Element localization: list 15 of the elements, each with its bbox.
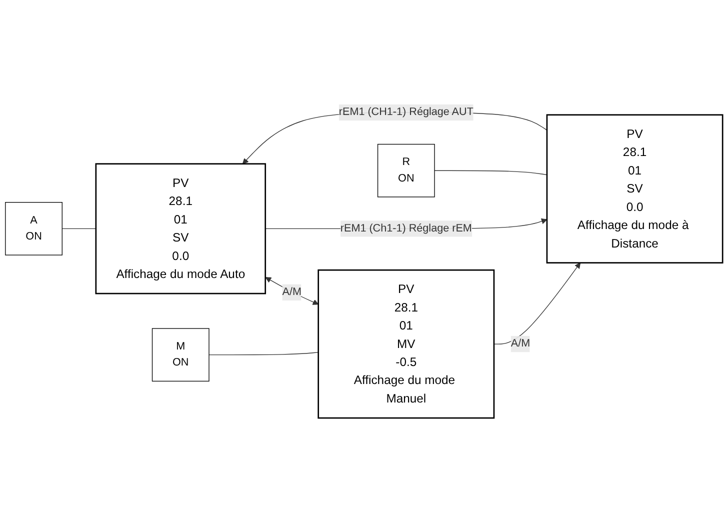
edge-label: rEM1 (CH1-1) Réglage AUT [338, 106, 474, 118]
edge-label: rEM1 (Ch1-1) Réglage rEM [340, 222, 472, 234]
connector [62, 228, 96, 230]
connector [208, 352, 319, 356]
node-box: PV 28.1 01 SV 0.0 Affichage du mode à Distance [546, 114, 724, 264]
arrow [494, 262, 581, 345]
connector [434, 170, 548, 176]
edge-label: A/M [282, 286, 302, 298]
edge-label: A/M [510, 338, 530, 350]
node-box: PV 28.1 01 SV 0.0 Affichage du mode Auto [95, 163, 266, 295]
node-box: R ON [377, 144, 435, 198]
node-box: A ON [5, 202, 62, 256]
arrow [265, 277, 319, 306]
node-box: PV 28.1 01 MV -0.5 Affichage du mode Manuel [318, 270, 495, 419]
node-box: M ON [152, 328, 210, 382]
